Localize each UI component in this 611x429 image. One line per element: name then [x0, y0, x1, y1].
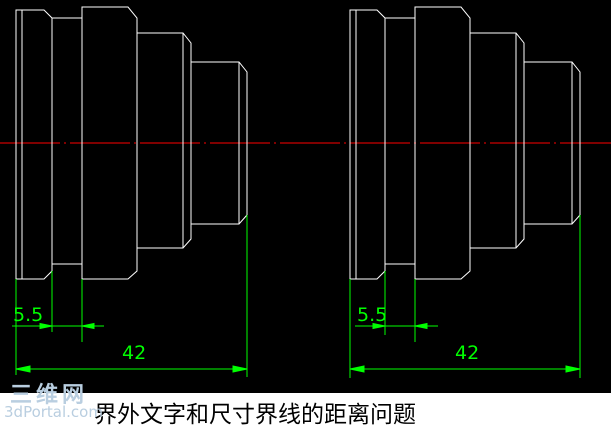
- dimension-label-total: 42: [122, 342, 146, 364]
- dimension-label-small: 5.5: [13, 304, 43, 326]
- site-watermark-logo: 三维网 3dPortal.com: [2, 377, 103, 427]
- dimension-graphics: [349, 215, 581, 378]
- cad-viewport[interactable]: 5.5 42: [0, 0, 611, 393]
- part-outline: [15, 6, 248, 280]
- dimension-label-total: 42: [455, 342, 479, 364]
- dimension-graphics: [12, 215, 248, 377]
- caption-bar: 界外文字和尺寸界线的距离问题: [0, 393, 611, 429]
- watermark-en: 3dPortal.com: [4, 403, 103, 421]
- cad-drawing-canvas: 5.5 42: [0, 6, 611, 378]
- part-drawing-left: 5.5 42: [12, 6, 248, 377]
- dimension-label-small: 5.5: [357, 304, 387, 326]
- caption: 界外文字和尺寸界线的距离问题: [94, 402, 416, 428]
- part-drawing-right: 5.5 42: [349, 6, 581, 378]
- watermark-cn: 三维网: [10, 383, 89, 408]
